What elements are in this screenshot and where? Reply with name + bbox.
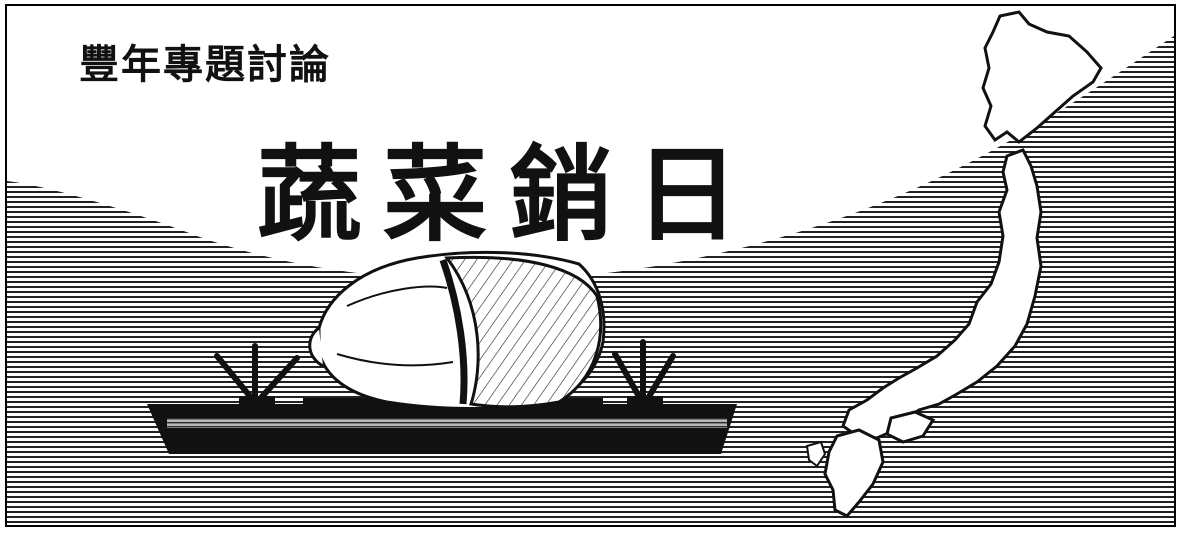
cabbage-icon (308, 250, 606, 410)
japan-map-icon (805, 10, 1103, 518)
poster-frame: 豐年專題討論 蔬菜銷日 (5, 4, 1176, 527)
page-title: 蔬菜銷日 (257, 134, 762, 256)
subtitle: 豐年專題討論 (79, 41, 331, 88)
light-beam-icon (214, 339, 676, 403)
illustration-canvas (7, 6, 1174, 525)
